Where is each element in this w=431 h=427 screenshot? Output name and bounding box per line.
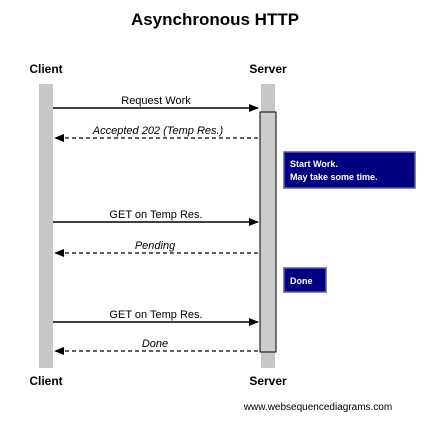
participant-server-bottom: Server — [249, 374, 287, 388]
client-lifeline — [39, 84, 53, 368]
message-label-get-1: GET on Temp Res. — [109, 209, 202, 221]
message-label-accepted: Accepted 202 (Temp Res.) — [92, 125, 224, 137]
participant-client-bottom: Client — [29, 374, 62, 388]
message-label-done: Done — [142, 338, 168, 350]
participant-server-top: Server — [249, 62, 287, 76]
message-label-pending: Pending — [135, 240, 176, 252]
server-activation — [259, 111, 277, 353]
note-done-line1: Done — [290, 276, 313, 286]
note-start-work — [283, 151, 416, 189]
diagram-title: Asynchronous HTTP — [131, 10, 299, 29]
message-label-get-2: GET on Temp Res. — [109, 309, 202, 321]
message-label-request-work: Request Work — [121, 95, 191, 107]
note-start-work-line1: Start Work. — [290, 159, 338, 169]
note-start-work-line2: May take some time. — [290, 172, 378, 182]
footer-credit: www.websequencediagrams.com — [243, 402, 392, 413]
participant-client-top: Client — [29, 62, 62, 76]
note-done — [283, 267, 327, 293]
